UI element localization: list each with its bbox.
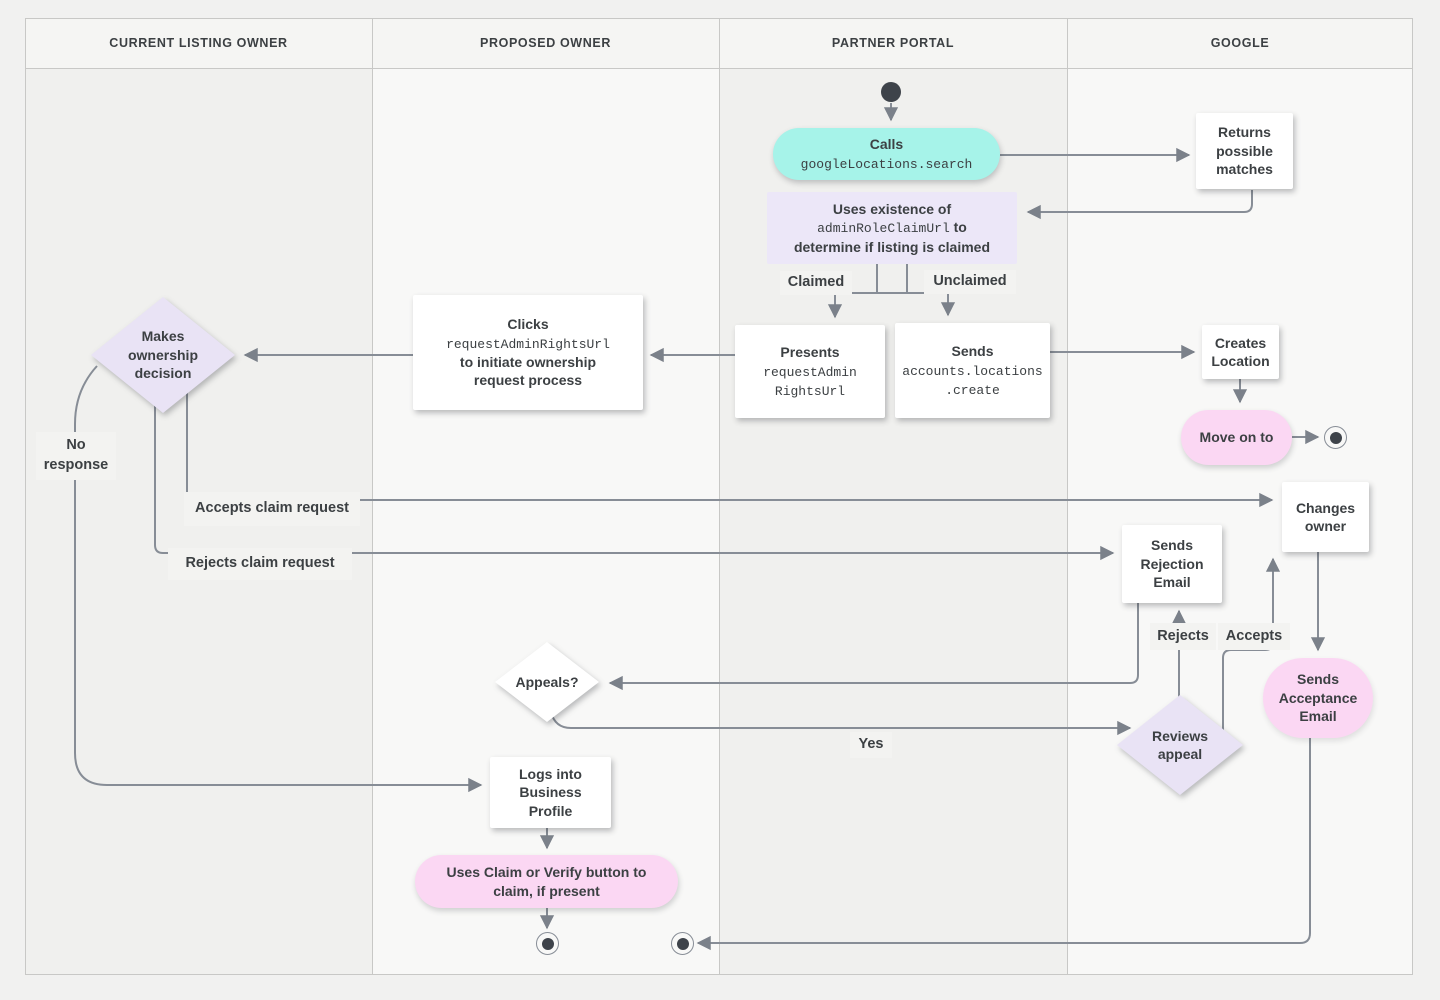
api-code-text: RightsUrl <box>774 383 846 399</box>
node-uses-existence-adminroleclaimurl: Uses existence of adminRoleClaimUrl to d… <box>767 192 1017 264</box>
edge-no-response-to-logs <box>74 365 483 793</box>
api-code-text: requestAdminRightsUrl <box>446 336 610 352</box>
edge-rejects-claim-to-rejection-email <box>154 375 1115 561</box>
api-code-text: requestAdmin <box>763 364 857 380</box>
api-code-text: accounts.locations <box>902 363 1043 379</box>
edge-label-rejects-claim-request: Rejects claim request <box>168 548 352 580</box>
api-code-text: adminRoleClaimUrl <box>817 221 950 237</box>
node-logs-into-business-profile: Logs into Business Profile <box>490 757 611 828</box>
lane-header-current-listing-owner: CURRENT LISTING OWNER <box>25 18 372 68</box>
edge-label-unclaimed: Unclaimed <box>924 270 1016 294</box>
node-creates-location: Creates Location <box>1202 325 1279 379</box>
edge-returns-to-uses <box>1026 190 1253 220</box>
node-changes-owner: Changes owner <box>1282 482 1369 552</box>
node-sends-accounts-locations-create: Sends accounts.locations .create <box>895 323 1050 418</box>
edge-rejection-to-appeals <box>608 603 1139 691</box>
edge-label-accepts-claim-request: Accepts claim request <box>184 492 360 526</box>
node-sends-rejection-email: Sends Rejection Email <box>1122 525 1222 603</box>
node-clicks-requestadminrightsurl: Clicks requestAdminRightsUrl to initiate… <box>413 295 643 410</box>
lane-divider <box>1067 18 1068 975</box>
lane-divider <box>372 18 373 975</box>
node-presents-requestadminrightsurl: Presents requestAdmin RightsUrl <box>735 325 885 418</box>
end-node-create-flow <box>1324 426 1347 449</box>
api-code-text: googleLocations.search <box>800 156 973 172</box>
lane-divider <box>719 18 720 975</box>
edge-label-rejects: Rejects <box>1150 623 1216 650</box>
end-node-acceptance-flow <box>671 932 694 955</box>
edge-accepts-claim-to-changes-owner <box>186 380 1274 508</box>
edge-label-claimed: Claimed <box>780 271 852 295</box>
edge-label-no-response: No response <box>36 432 116 480</box>
lane-header-proposed-owner: PROPOSED OWNER <box>372 18 719 68</box>
node-uses-claim-or-verify-button: Uses Claim or Verify button to claim, if… <box>415 855 678 908</box>
lane-header-partner-portal: PARTNER PORTAL <box>719 18 1067 68</box>
node-move-on-to: Move on to <box>1181 410 1292 465</box>
end-node-claim-flow <box>536 932 559 955</box>
edge-label-yes: Yes <box>850 732 892 758</box>
api-code-text: .create <box>945 382 1000 398</box>
lane-header-google: GOOGLE <box>1067 18 1413 68</box>
start-node <box>881 82 901 102</box>
node-reviews-appeal: Reviews appeal <box>1117 695 1243 795</box>
node-calls-googlelocations-search: Calls googleLocations.search <box>773 128 1000 180</box>
node-returns-possible-matches: Returns possible matches <box>1196 113 1293 189</box>
edge-appeals-yes-to-reviews <box>550 711 1132 736</box>
node-title: Calls <box>869 136 904 153</box>
header-divider <box>25 68 1413 69</box>
edge-label-accepts: Accepts <box>1218 623 1290 650</box>
node-appeals-decision: Appeals? <box>495 642 599 722</box>
node-sends-acceptance-email: Sends Acceptance Email <box>1263 658 1373 738</box>
node-makes-ownership-decision: Makes ownership decision <box>91 297 235 413</box>
edge-acceptance-to-end <box>696 738 1311 951</box>
